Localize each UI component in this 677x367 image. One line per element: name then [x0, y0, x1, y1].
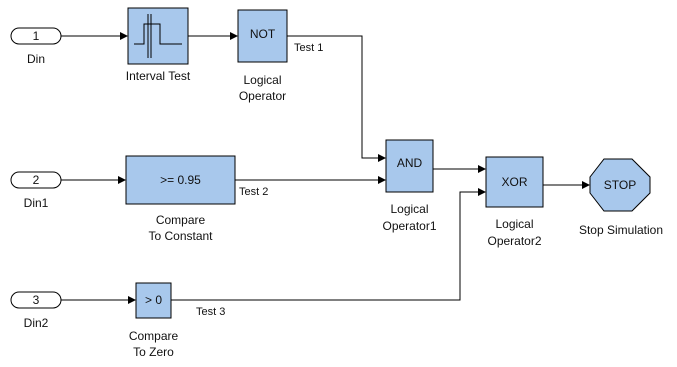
- and-operator-block[interactable]: AND Logical Operator1: [382, 139, 437, 233]
- inport-label: Din2: [24, 316, 49, 330]
- block-text: AND: [397, 156, 423, 170]
- compare-to-zero-block[interactable]: > 0 Compare To Zero: [129, 282, 179, 359]
- arrow-head: [120, 32, 128, 40]
- block-label: Stop Simulation: [579, 223, 663, 237]
- inport-label: Din1: [24, 196, 49, 210]
- inport-number: 1: [33, 29, 40, 43]
- inport-label: Din: [27, 52, 45, 66]
- block-label-line1: Logical: [243, 73, 281, 87]
- block-label-line2: Operator1: [382, 219, 436, 233]
- arrow-head: [378, 176, 386, 184]
- block-text: XOR: [501, 175, 527, 189]
- block-label: Interval Test: [126, 69, 191, 83]
- block-label-line1: Logical: [390, 202, 428, 216]
- block-label-line1: Compare: [156, 213, 206, 227]
- inport-shape: [10, 27, 62, 45]
- stop-octagon-icon: [589, 158, 651, 212]
- inport-din1[interactable]: 2 Din1: [10, 171, 62, 210]
- inport-shape: [10, 171, 62, 189]
- inport-din2[interactable]: 3 Din2: [10, 291, 62, 330]
- block-label-line1: Compare: [129, 329, 179, 343]
- block-label-line2: Operator2: [487, 234, 541, 248]
- wire-test3: [171, 191, 478, 301]
- block-label-line2: To Constant: [148, 229, 213, 243]
- inport-din[interactable]: 1 Din: [10, 27, 62, 66]
- wire-test1: [287, 35, 378, 159]
- block-text: NOT: [250, 27, 276, 41]
- arrow-head: [478, 165, 486, 173]
- stop-simulation-block[interactable]: STOP Stop Simulation: [579, 158, 663, 237]
- block-label-line2: Operator: [239, 89, 286, 103]
- inport-shape: [10, 291, 62, 309]
- signal-label-test3: Test 3: [196, 306, 225, 318]
- arrow-head: [118, 176, 126, 184]
- arrow-head: [230, 32, 238, 40]
- block-shape: [237, 9, 288, 63]
- block-label-line1: Logical: [495, 217, 533, 231]
- not-operator-block[interactable]: NOT Logical Operator: [237, 9, 288, 103]
- block-shape: [485, 156, 544, 208]
- xor-operator-block[interactable]: XOR Logical Operator2: [485, 156, 544, 248]
- block-shape: [125, 155, 236, 205]
- block-text: > 0: [145, 293, 162, 307]
- inport-number: 3: [33, 293, 40, 307]
- block-shape: [127, 7, 189, 65]
- arrow-head: [582, 181, 590, 189]
- inport-number: 2: [33, 173, 40, 187]
- block-label-line2: To Zero: [133, 345, 174, 359]
- block-text: STOP: [604, 178, 636, 192]
- interval-test-block[interactable]: Interval Test: [126, 7, 191, 83]
- signal-label-test1: Test 1: [294, 42, 323, 54]
- arrow-head: [478, 188, 486, 196]
- interval-test-icon: [134, 14, 182, 58]
- block-shape: [385, 139, 434, 193]
- block-text: >= 0.95: [160, 173, 201, 187]
- arrow-head: [378, 154, 386, 162]
- block-shape: [135, 282, 172, 319]
- signal-label-test2: Test 2: [239, 186, 268, 198]
- compare-to-constant-block[interactable]: >= 0.95 Compare To Constant: [125, 155, 236, 243]
- arrow-head: [128, 296, 136, 304]
